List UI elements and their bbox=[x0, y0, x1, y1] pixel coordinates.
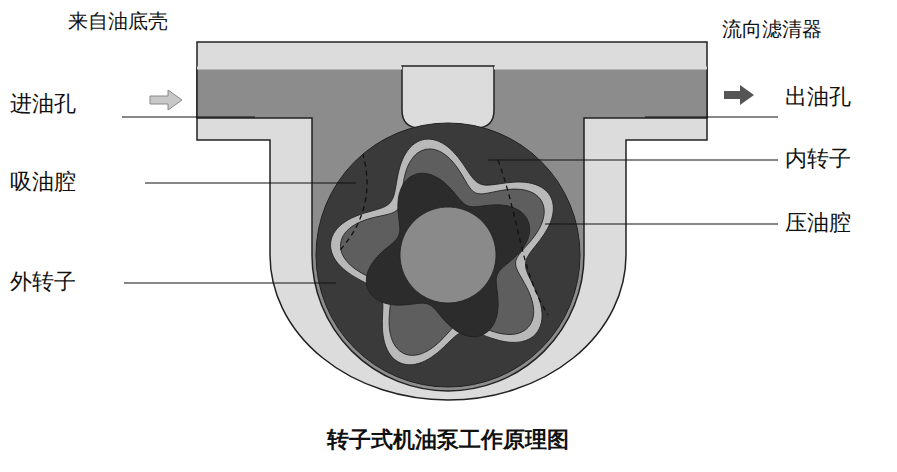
figure-caption: 转子式机油泵工作原理图 bbox=[327, 425, 569, 455]
part-label: 吸油腔 bbox=[10, 170, 76, 194]
outer-rotor bbox=[313, 116, 580, 377]
part-label: 外转子 bbox=[10, 270, 76, 294]
leader-line bbox=[122, 116, 255, 117]
inlet-arrow bbox=[150, 90, 182, 110]
source-label: 来自油底壳 bbox=[68, 10, 168, 32]
housing-divider bbox=[402, 66, 494, 128]
outlet-port-outline bbox=[498, 160, 548, 315]
destination-label: 流向滤清器 bbox=[722, 18, 822, 40]
rotor-cavity bbox=[324, 128, 568, 366]
leader-line bbox=[124, 282, 336, 283]
part-label: 进油孔 bbox=[10, 92, 76, 116]
leader-line bbox=[145, 182, 356, 183]
part-label: 内转子 bbox=[785, 147, 851, 171]
leader-line bbox=[488, 159, 778, 160]
rotor-shaft bbox=[391, 198, 505, 312]
part-label: 出油孔 bbox=[785, 85, 851, 109]
leader-line bbox=[645, 116, 778, 117]
inlet-port-outline bbox=[340, 128, 367, 250]
part-label: 压油腔 bbox=[785, 211, 851, 235]
pump-body bbox=[316, 123, 580, 387]
leader-lines bbox=[122, 117, 778, 283]
leader-line bbox=[545, 223, 778, 224]
rotor-group bbox=[313, 116, 580, 377]
outlet-arrow bbox=[724, 85, 754, 105]
pump-housing bbox=[197, 42, 707, 400]
inner-rotor bbox=[346, 153, 549, 356]
